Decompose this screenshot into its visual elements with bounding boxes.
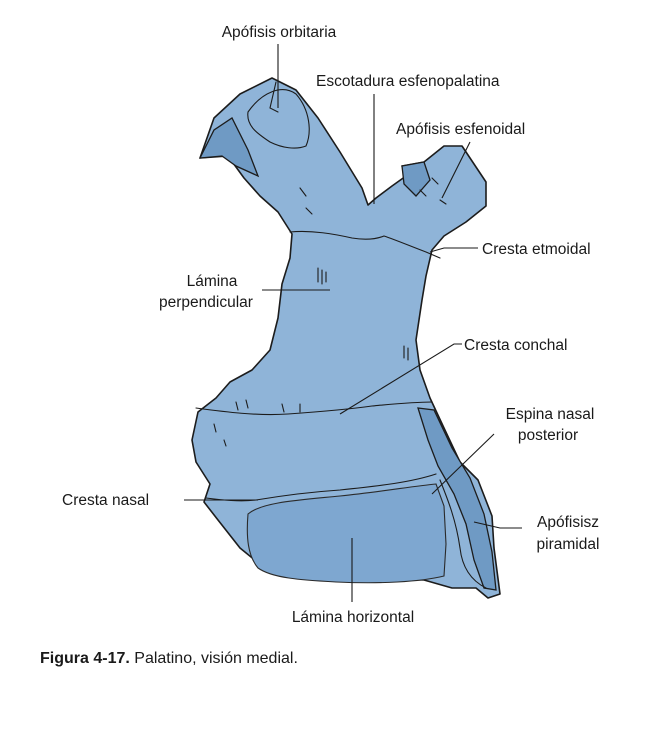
label-lamina-perpendicular-2: perpendicular	[159, 294, 253, 311]
label-lamina-horizontal: Lámina horizontal	[292, 609, 414, 626]
leader-espina-nasal	[431, 433, 495, 495]
figure-number: Figura 4-17.	[40, 650, 130, 667]
label-escotadura: Escotadura esfenopalatina	[316, 73, 500, 90]
sphenoidal-process-facet	[401, 161, 431, 197]
orbital-process-facet	[198, 117, 260, 178]
label-cresta-conchal: Cresta conchal	[464, 337, 567, 354]
palatine-bone-body	[191, 77, 501, 599]
bone-illustration	[191, 77, 501, 599]
horizontal-plate	[246, 483, 447, 584]
orbital-process-surface	[247, 89, 310, 149]
label-espina-nasal-1: Espina nasal	[506, 406, 595, 423]
figure-caption: Figura 4-17. Palatino, visión medial.	[40, 650, 298, 668]
label-lamina-perpendicular-1: Lámina	[187, 273, 238, 290]
pyramidal-process-facet	[417, 407, 497, 591]
leader-sphenoidal-process	[441, 141, 471, 199]
nasal-crest-line	[205, 473, 437, 502]
surface-hatching	[213, 177, 447, 447]
label-cresta-nasal: Cresta nasal	[62, 492, 149, 509]
label-apofisis-orbitaria: Apófisis orbitaria	[222, 24, 337, 41]
figure-caption-text: Palatino, visión medial.	[134, 650, 298, 667]
leader-lines	[184, 44, 522, 602]
label-espina-nasal-2: posterior	[518, 427, 578, 444]
ethmoidal-crest-line	[289, 230, 441, 259]
leader-apofisis-piramidal	[473, 521, 522, 529]
label-cresta-etmoidal: Cresta etmoidal	[482, 241, 591, 258]
leader-ethmoidal-crest	[429, 247, 478, 253]
leader-conchal-crest	[339, 343, 462, 415]
labels: Apófisis orbitaria Escotadura esfenopala…	[62, 24, 599, 626]
label-apofisis-piramidal-1: Apófisisz	[537, 514, 599, 531]
label-apofisis-esfenoidal: Apófisis esfenoidal	[396, 121, 525, 138]
conchal-crest-line	[195, 401, 433, 416]
label-apofisis-piramidal-2: piramidal	[537, 536, 600, 553]
